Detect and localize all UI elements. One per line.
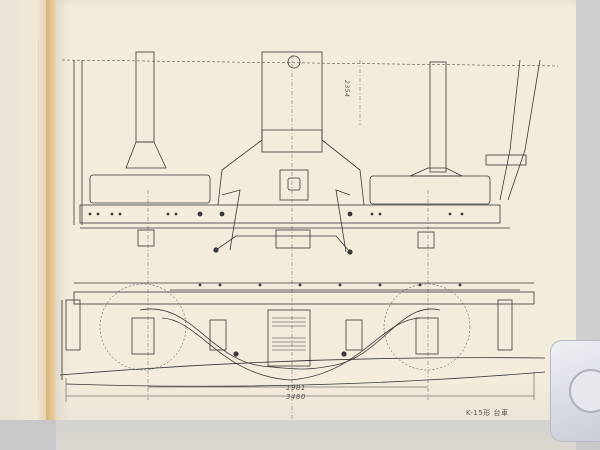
vertical-dimension-label: 2354 (343, 80, 350, 98)
center-lines (147, 55, 429, 420)
page-curl-shadow (56, 380, 576, 450)
camera-lens (569, 369, 600, 413)
book-spine (46, 0, 58, 450)
drawing-page (56, 0, 576, 440)
dimension-lines (65, 372, 535, 402)
drawing-caption: K-15形 台車 (466, 409, 509, 417)
overall-length-dimension-label: 3480 (286, 393, 306, 401)
camera-object (550, 340, 600, 442)
wheelbase-dimension-label: 1981 (286, 384, 306, 392)
plan-view (61, 51, 559, 255)
left-book-page (0, 0, 52, 450)
side-elevation (59, 282, 546, 387)
